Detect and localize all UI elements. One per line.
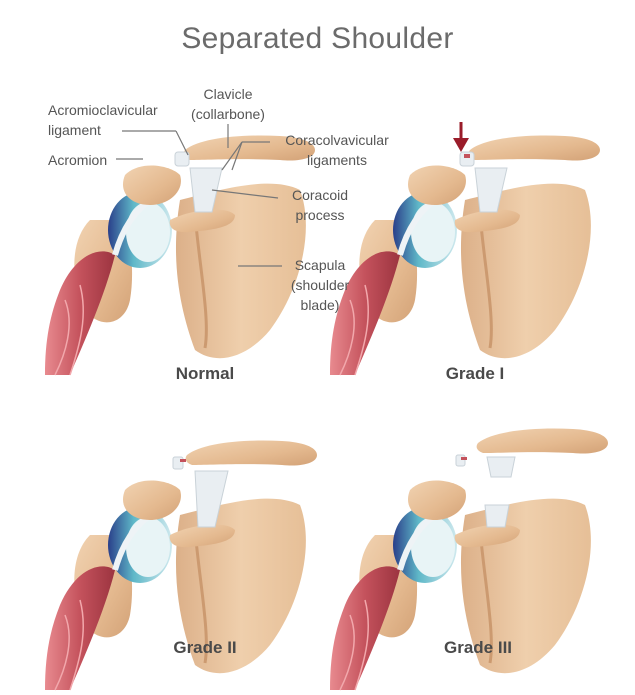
shoulder-grade-2-illustration [30,440,317,695]
caption-grade-2: Grade II [173,638,237,657]
panel-normal [30,80,330,380]
diagram-title: Separated Shoulder [181,22,454,55]
panel-grade-1 [315,80,615,380]
label-ac-ligament: Acromioclavicular ligament [48,102,158,138]
shoulder-normal-illustration [30,135,315,380]
caption-grade-3: Grade III [443,638,513,657]
caption-normal: Normal [175,364,235,383]
caption-grade-1: Grade I [445,364,505,383]
label-acromion: Acromion [48,152,108,168]
label-coracoid-process: Coracoid process [291,187,349,223]
shoulder-grade-1-illustration [315,135,600,380]
label-clavicle: Clavicle (collarbone) [191,86,265,122]
panel-grade-3 [315,395,615,695]
label-scapula: Scapula (shoulder blade) [290,257,350,313]
label-coracoclavicular-ligaments: Coracolvavicular ligaments [285,132,389,168]
panel-grade-2 [30,395,330,695]
shoulder-grade-3-illustration [315,428,608,695]
